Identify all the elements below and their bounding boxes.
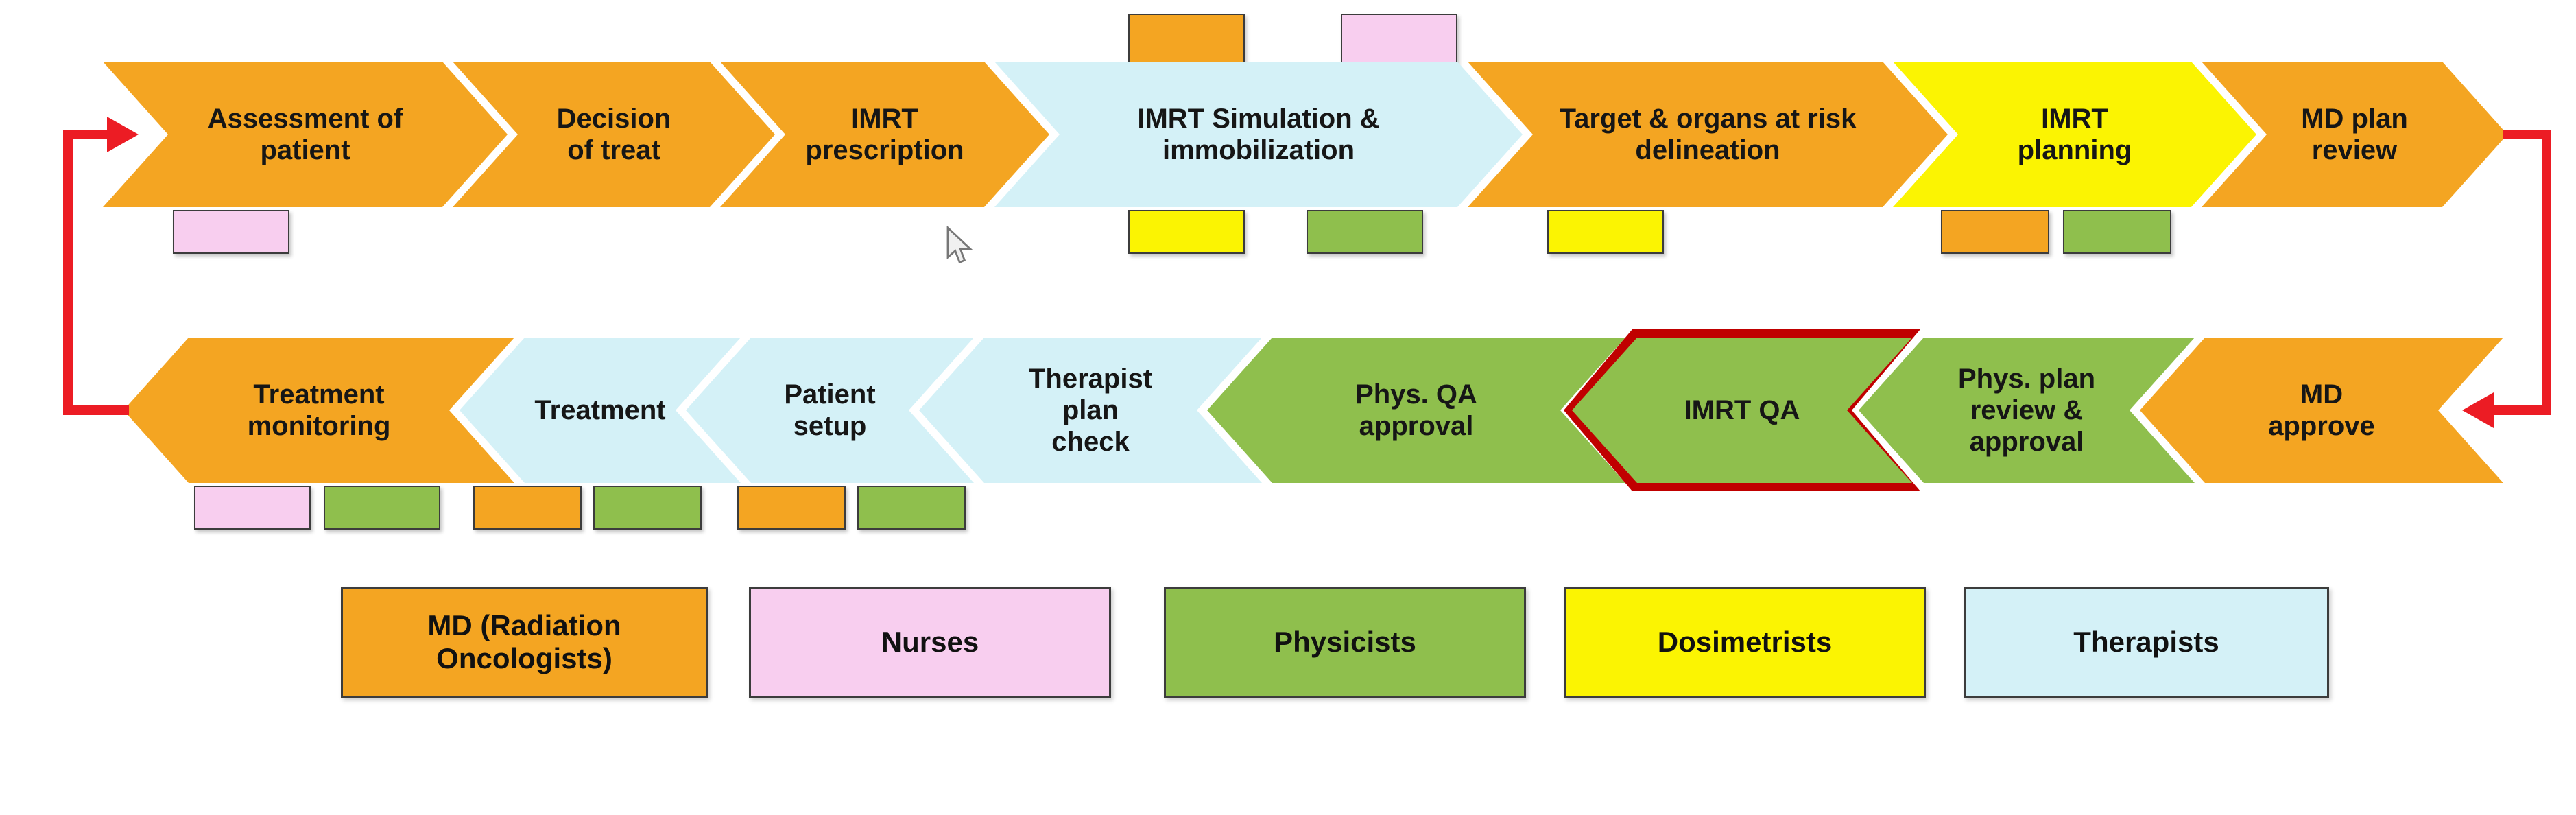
flow-arrowhead-into-assessment <box>107 117 139 152</box>
flow-connector-right-vertical-segment <box>2542 130 2551 415</box>
step-phys-qa-approval: Phys. QA approval <box>1207 338 1625 483</box>
role-tag-nurses-above-imrt-simulation <box>1341 14 1457 67</box>
role-tag-physicists-below-patient-setup <box>857 486 966 530</box>
role-tag-nurses-below-assessment <box>173 210 289 254</box>
step-treatment-monitoring: Treatment monitoring <box>123 338 514 483</box>
legend-item-dosimetrists: Dosimetrists <box>1564 587 1926 698</box>
step-imrt-simulation-immobilization: IMRT Simulation & immobilization <box>994 62 1523 207</box>
step-imrt-prescription: IMRT prescription <box>720 62 1049 207</box>
role-tag-md-below-imrt-planning <box>1941 210 2049 254</box>
step-assessment-of-patient: Assessment of patient <box>103 62 508 207</box>
legend-item-md: MD (Radiation Oncologists) <box>341 587 708 698</box>
flow-connector-left-bottom-segment <box>63 405 129 415</box>
role-tag-md-above-imrt-simulation <box>1128 14 1245 67</box>
role-tag-physicists-below-imrt-simulation <box>1307 210 1423 254</box>
legend-item-therapists: Therapists <box>1964 587 2329 698</box>
flow-connector-left-vertical-segment <box>63 130 73 415</box>
flow-connector-left-top-segment <box>63 130 110 139</box>
legend-item-nurses: Nurses <box>749 587 1111 698</box>
step-imrt-planning: IMRT planning <box>1893 62 2256 207</box>
legend-item-physicists: Physicists <box>1164 587 1526 698</box>
role-tag-nurses-below-treatment-monitoring <box>194 486 311 530</box>
role-tag-dosimetrists-below-imrt-simulation <box>1128 210 1245 254</box>
role-tag-md-below-patient-setup <box>737 486 846 530</box>
mouse-cursor-icon <box>945 225 975 271</box>
step-target-organs-at-risk-delineation: Target & organs at risk delineation <box>1468 62 1948 207</box>
role-tag-physicists-below-imrt-planning <box>2063 210 2171 254</box>
role-tag-dosimetrists-below-target-delineation <box>1547 210 1664 254</box>
step-md-approve: MD approve <box>2140 338 2503 483</box>
flow-arrowhead-into-md-approve <box>2462 392 2494 428</box>
role-tag-physicists-below-treatment-monitoring <box>324 486 440 530</box>
flow-connector-right-bottom-segment <box>2490 405 2551 415</box>
flow-connector-right-top-segment <box>2503 130 2551 139</box>
role-tag-physicists-below-treatment <box>593 486 702 530</box>
role-tag-md-below-treatment <box>473 486 582 530</box>
